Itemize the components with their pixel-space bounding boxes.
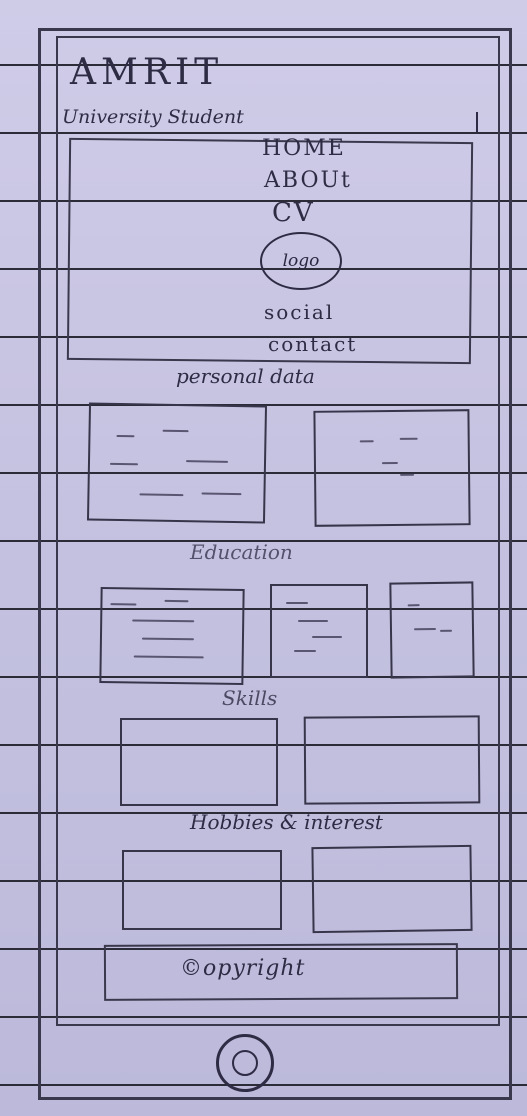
site-tagline: University Student (62, 106, 244, 128)
nav-home-link[interactable]: HOME (262, 136, 346, 161)
skills-card[interactable] (303, 715, 481, 805)
education-card[interactable] (99, 586, 245, 686)
personal-data-card[interactable] (86, 402, 268, 524)
education-card[interactable] (389, 581, 475, 679)
text-line-placeholder (139, 493, 184, 497)
text-line-placeholder (186, 460, 229, 463)
nav-social-link[interactable]: social (264, 300, 335, 324)
text-line-placeholder (312, 636, 342, 638)
personal-data-card[interactable] (313, 409, 471, 527)
hobbies-heading: Hobbies & interest (190, 810, 383, 834)
text-line-placeholder (413, 627, 436, 631)
text-line-placeholder (381, 461, 398, 465)
text-line-placeholder (400, 473, 415, 476)
copyright-text: ©opyright (180, 956, 306, 981)
text-line-placeholder (439, 629, 453, 632)
text-line-placeholder (399, 437, 418, 440)
text-line-placeholder (407, 604, 420, 607)
nav-about-link[interactable]: ABOUt (264, 168, 352, 193)
text-line-placeholder (133, 655, 204, 659)
site-brand[interactable]: AMRIT (70, 52, 224, 93)
phone-screen-frame (56, 36, 500, 1026)
text-line-placeholder (164, 599, 189, 603)
phone-outer-frame (38, 28, 512, 1100)
text-line-placeholder (286, 602, 308, 604)
text-line-placeholder (132, 619, 195, 623)
sketch-mark (476, 112, 478, 134)
home-button-icon (232, 1050, 258, 1076)
education-heading: Education (190, 540, 293, 564)
home-button[interactable] (216, 1034, 274, 1092)
personal-data-heading: personal data (176, 364, 315, 388)
nav-contact-link[interactable]: contact (268, 332, 358, 356)
text-line-placeholder (162, 429, 189, 433)
logo-badge[interactable]: logo (260, 232, 342, 290)
nav-cv-link[interactable]: CV (272, 198, 315, 228)
hobbies-card[interactable] (311, 844, 473, 934)
text-line-placeholder (110, 603, 137, 606)
text-line-placeholder (294, 650, 316, 652)
education-card[interactable] (270, 584, 368, 678)
text-line-placeholder (109, 462, 138, 466)
text-line-placeholder (141, 637, 194, 641)
text-line-placeholder (359, 440, 374, 443)
skills-heading: Skills (222, 686, 278, 710)
hobbies-card[interactable] (122, 850, 282, 930)
text-line-placeholder (298, 620, 328, 622)
text-line-placeholder (116, 434, 135, 438)
skills-card[interactable] (120, 718, 278, 806)
text-line-placeholder (201, 492, 242, 496)
